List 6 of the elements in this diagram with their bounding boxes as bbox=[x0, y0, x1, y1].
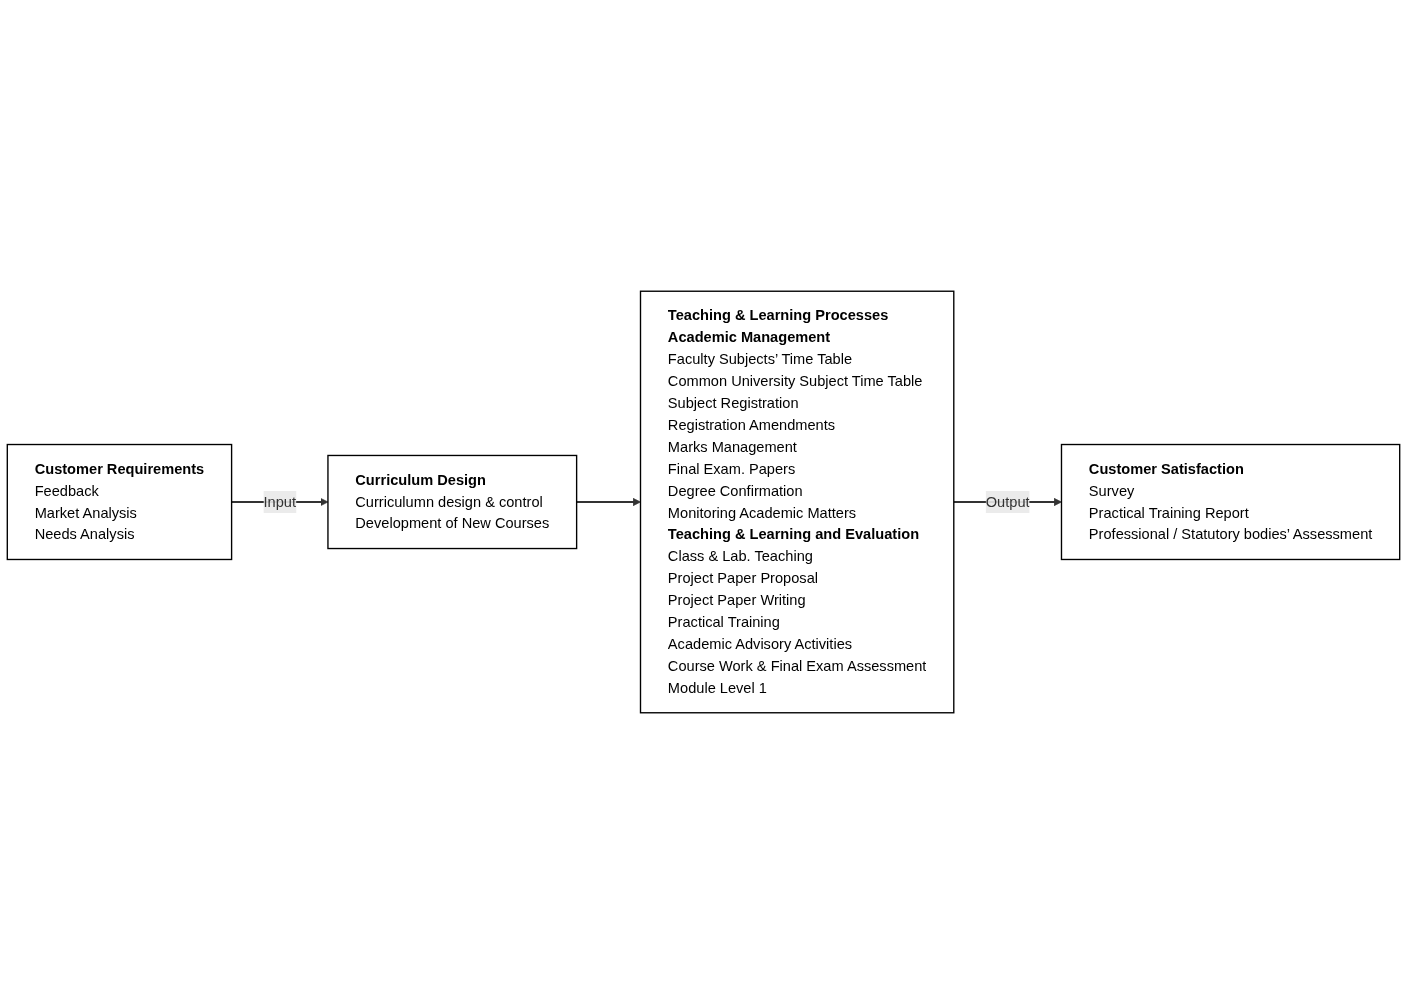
node-box: Teaching & Learning Processes Academic Management Faculty Subjects’ Time Table Common University Subject Time Table Subject Registration Registration Amendments Marks Management Final Exam. Papers Degree Confirmation Monitoring Academic Matters Teaching & Learning and Evaluation Class & Lab. Teaching Project Paper Proposal Project Paper Writing Practical Training Academic Advisory Activities Course Work & Final Exam Assessment Module Level 1 bbox=[639, 290, 955, 714]
node-box: Customer Satisfaction Survey Practical Training Report Professional / Statutory bodies’ Assessment bbox=[1060, 443, 1401, 561]
edge-label: Output bbox=[985, 493, 1030, 510]
edge-label: Input bbox=[263, 493, 297, 510]
node-box: Curriculum Design Curriculumn design & control Development of New Courses bbox=[327, 454, 578, 550]
node-box: Customer Requirements Feedback Market Analysis Needs Analysis bbox=[6, 443, 233, 561]
